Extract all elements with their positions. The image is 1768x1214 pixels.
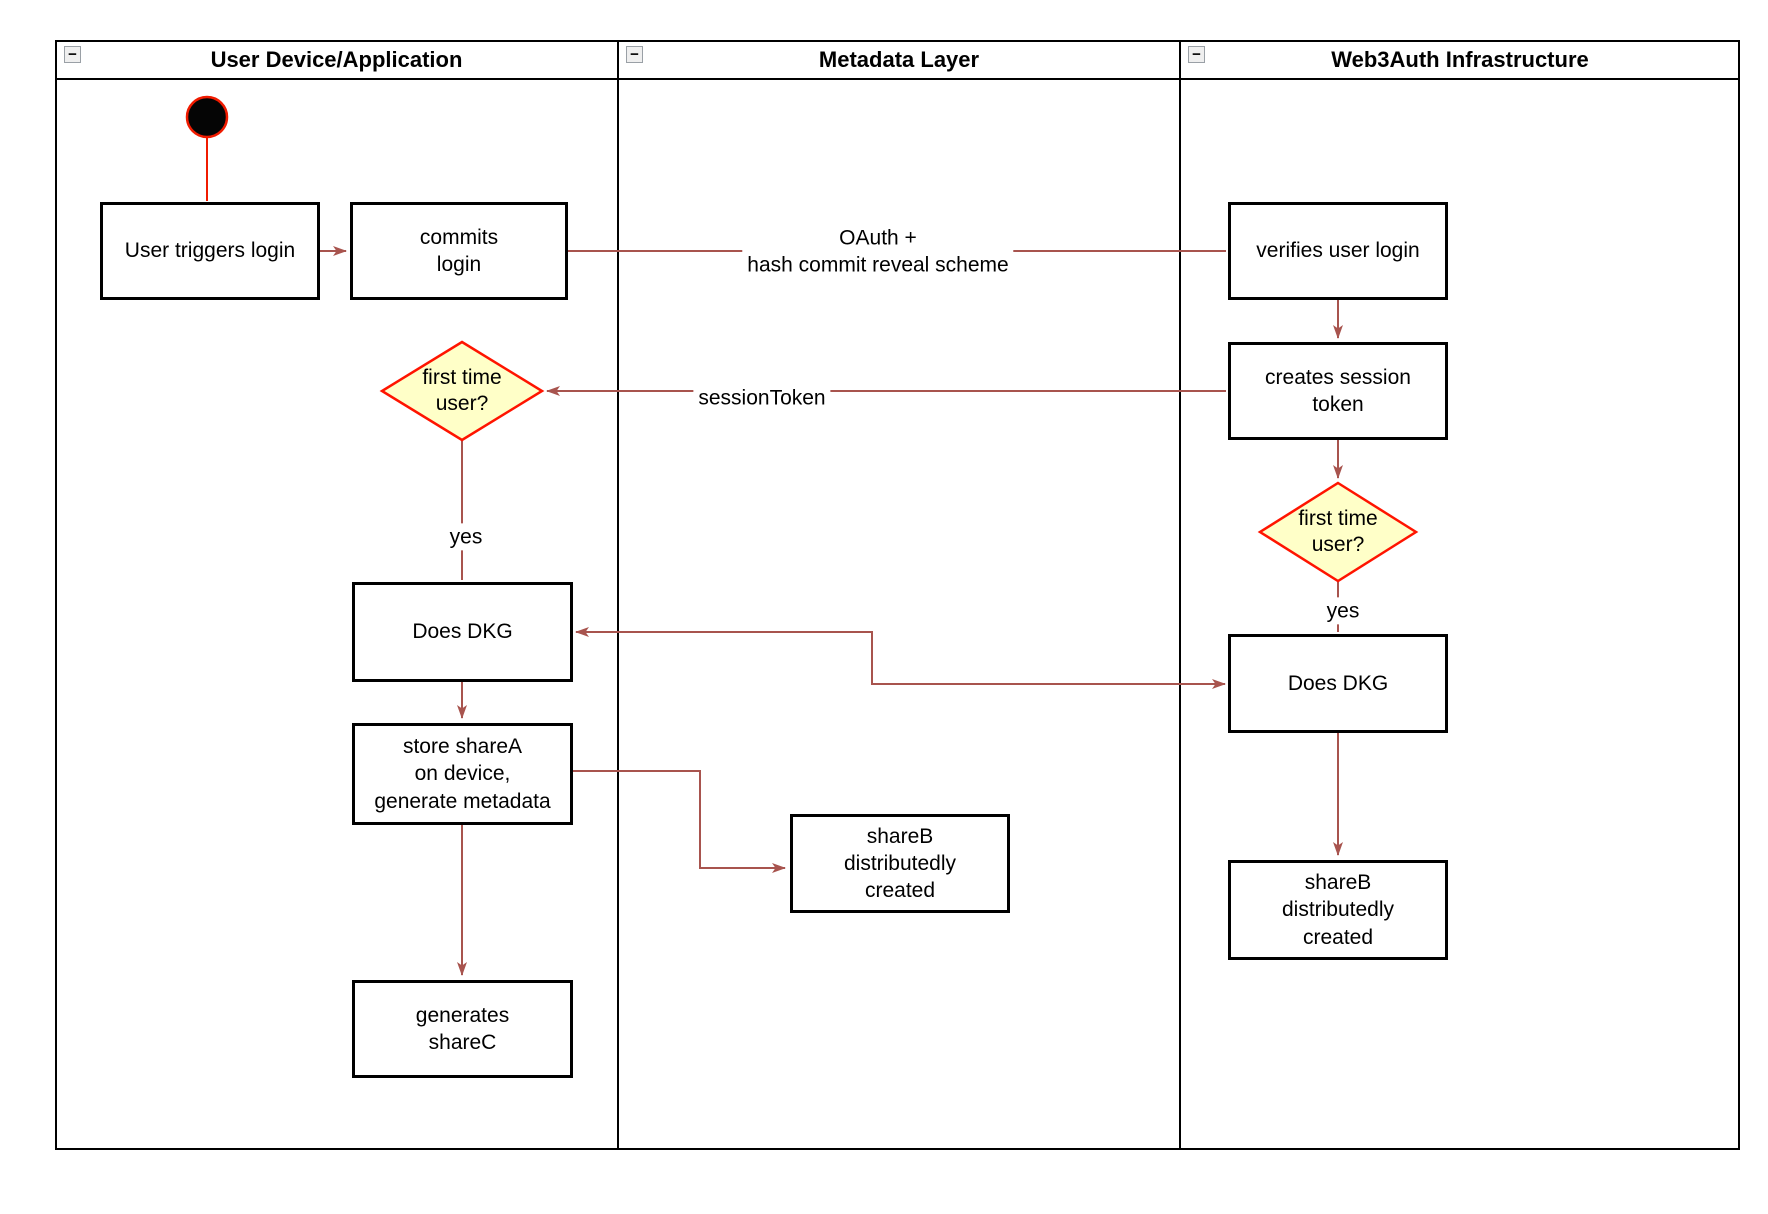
node-label: shareB distributedly created — [1281, 871, 1395, 949]
node-user-triggers-login[interactable]: User triggers login — [100, 202, 320, 300]
decision-first-time-user-device[interactable] — [379, 340, 545, 442]
node-label: generates shareC — [415, 1003, 510, 1054]
node-label: verifies user login — [1256, 239, 1420, 263]
start-node[interactable] — [185, 95, 229, 139]
node-creates-session-token[interactable]: creates session token — [1228, 342, 1448, 440]
decision-first-time-user-infra[interactable] — [1257, 481, 1419, 583]
node-commits-login[interactable]: commits login — [350, 202, 568, 300]
node-label: shareB distributedly created — [843, 824, 957, 903]
edge-label-session-token: sessionToken — [693, 384, 831, 412]
node-shareb-infra[interactable]: shareB distributedly created — [1228, 860, 1448, 960]
collapse-icon[interactable]: − — [64, 46, 81, 63]
lane-divider-1 — [617, 40, 619, 1150]
lane-title-user-device: User Device/Application — [210, 47, 463, 72]
edge-label-yes-infra: yes — [1321, 597, 1365, 625]
minus-icon: − — [1192, 46, 1201, 63]
decision-label-first-time-user-device: first time user? — [422, 365, 502, 415]
minus-icon: − — [68, 46, 77, 63]
edge-store-sharea-to-shareb-metadata[interactable] — [573, 770, 786, 873]
edge-label-yes-device: yes — [444, 523, 488, 551]
swimlane-pool — [55, 40, 1740, 1150]
collapse-icon[interactable]: − — [626, 46, 643, 63]
node-label: Does DKG — [1287, 671, 1389, 695]
decision-label-first-time-user-infra: first time user? — [1298, 506, 1378, 556]
node-label: User triggers login — [124, 239, 296, 263]
lane-divider-2 — [1179, 40, 1181, 1150]
minus-icon: − — [630, 46, 639, 63]
node-does-dkg-infra[interactable]: Does DKG — [1228, 634, 1448, 733]
node-label: creates session token — [1265, 365, 1411, 416]
node-label: Does DKG — [412, 620, 513, 644]
lane-header-separator — [55, 78, 1740, 80]
node-shareb-metadata[interactable]: shareB distributedly created — [790, 814, 1010, 913]
edge-does-dkg-device-does-dkg-infra[interactable] — [575, 627, 1226, 689]
node-store-sharea[interactable]: store shareA on device, generate metadat… — [352, 723, 573, 825]
lane-title-web3auth-infrastructure: Web3Auth Infrastructure — [1331, 47, 1589, 72]
edge-label-oauth: OAuth + hash commit reveal scheme — [742, 224, 1014, 280]
lane-title-metadata-layer: Metadata Layer — [818, 47, 980, 72]
node-does-dkg-device[interactable]: Does DKG — [352, 582, 573, 682]
collapse-icon[interactable]: − — [1188, 46, 1205, 63]
node-generates-sharec[interactable]: generates shareC — [352, 980, 573, 1078]
node-verifies-user-login[interactable]: verifies user login — [1228, 202, 1448, 300]
node-label: store shareA on device, generate metadat… — [374, 735, 551, 813]
node-label: commits login — [419, 225, 499, 276]
